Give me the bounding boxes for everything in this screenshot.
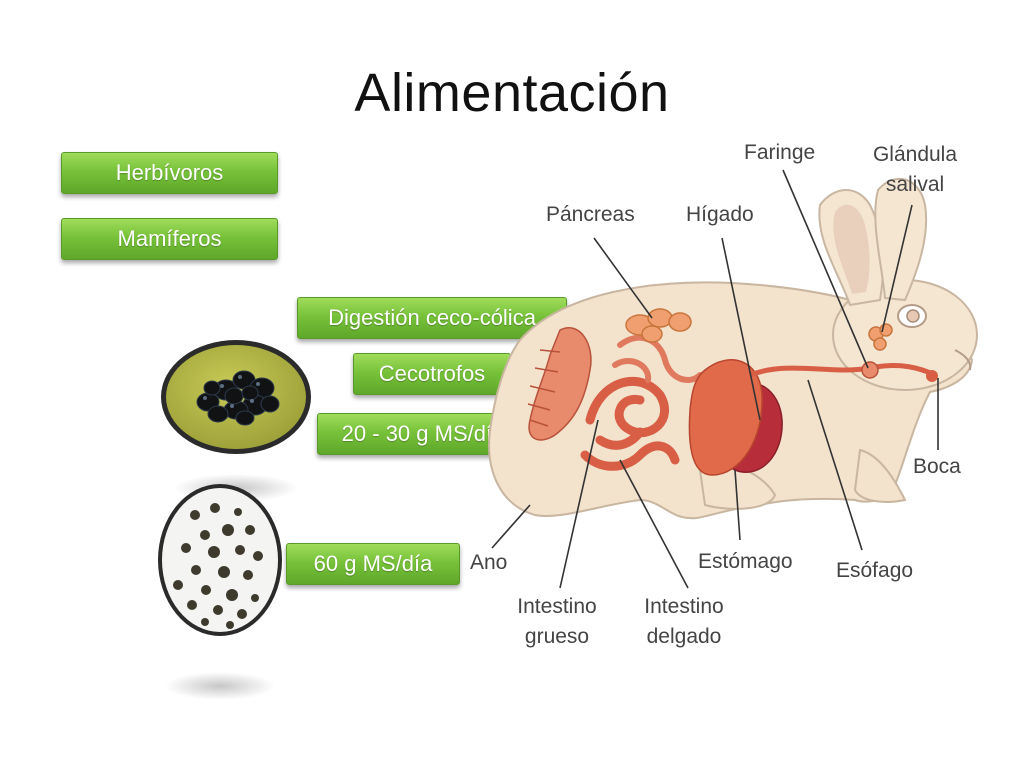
pellets-intake-tag[interactable]: 60 g MS/día <box>286 543 460 585</box>
label-ano: Ano <box>470 551 508 574</box>
label-esofago: Esófago <box>836 559 914 582</box>
label-estomago: Estómago <box>698 550 793 573</box>
label-higado: Hígado <box>686 203 754 226</box>
pharynx-organ <box>861 361 879 379</box>
pancreas-organ <box>625 308 692 343</box>
mouth-organ <box>926 370 938 382</box>
small-intestine-organ <box>612 334 703 383</box>
label-boca: Boca <box>913 455 961 478</box>
digestion-ceco-colica-tag[interactable]: Digestión ceco-cólica <box>297 297 567 339</box>
cecotrofos-tag[interactable]: Cecotrofos <box>353 353 511 395</box>
cecotrophs-photo <box>161 340 311 502</box>
caecum-organ <box>527 327 592 441</box>
herbivoros-tag[interactable]: Herbívoros <box>61 152 278 194</box>
label-glandula-salival: Glándula salival <box>872 143 958 196</box>
label-intestino-delgado: Intestino delgado <box>644 595 724 648</box>
stomach-organ <box>688 359 763 476</box>
slide-title: Alimentación <box>354 63 670 123</box>
label-faringe: Faringe <box>744 141 816 164</box>
pellets-photo <box>158 484 282 700</box>
mamiferos-tag[interactable]: Mamíferos <box>61 218 278 260</box>
label-pancreas: Páncreas <box>546 203 635 226</box>
rabbit-diagram <box>488 169 978 589</box>
label-intestino-grueso: Intestino grueso <box>517 595 597 648</box>
intestines-organ <box>580 376 680 471</box>
